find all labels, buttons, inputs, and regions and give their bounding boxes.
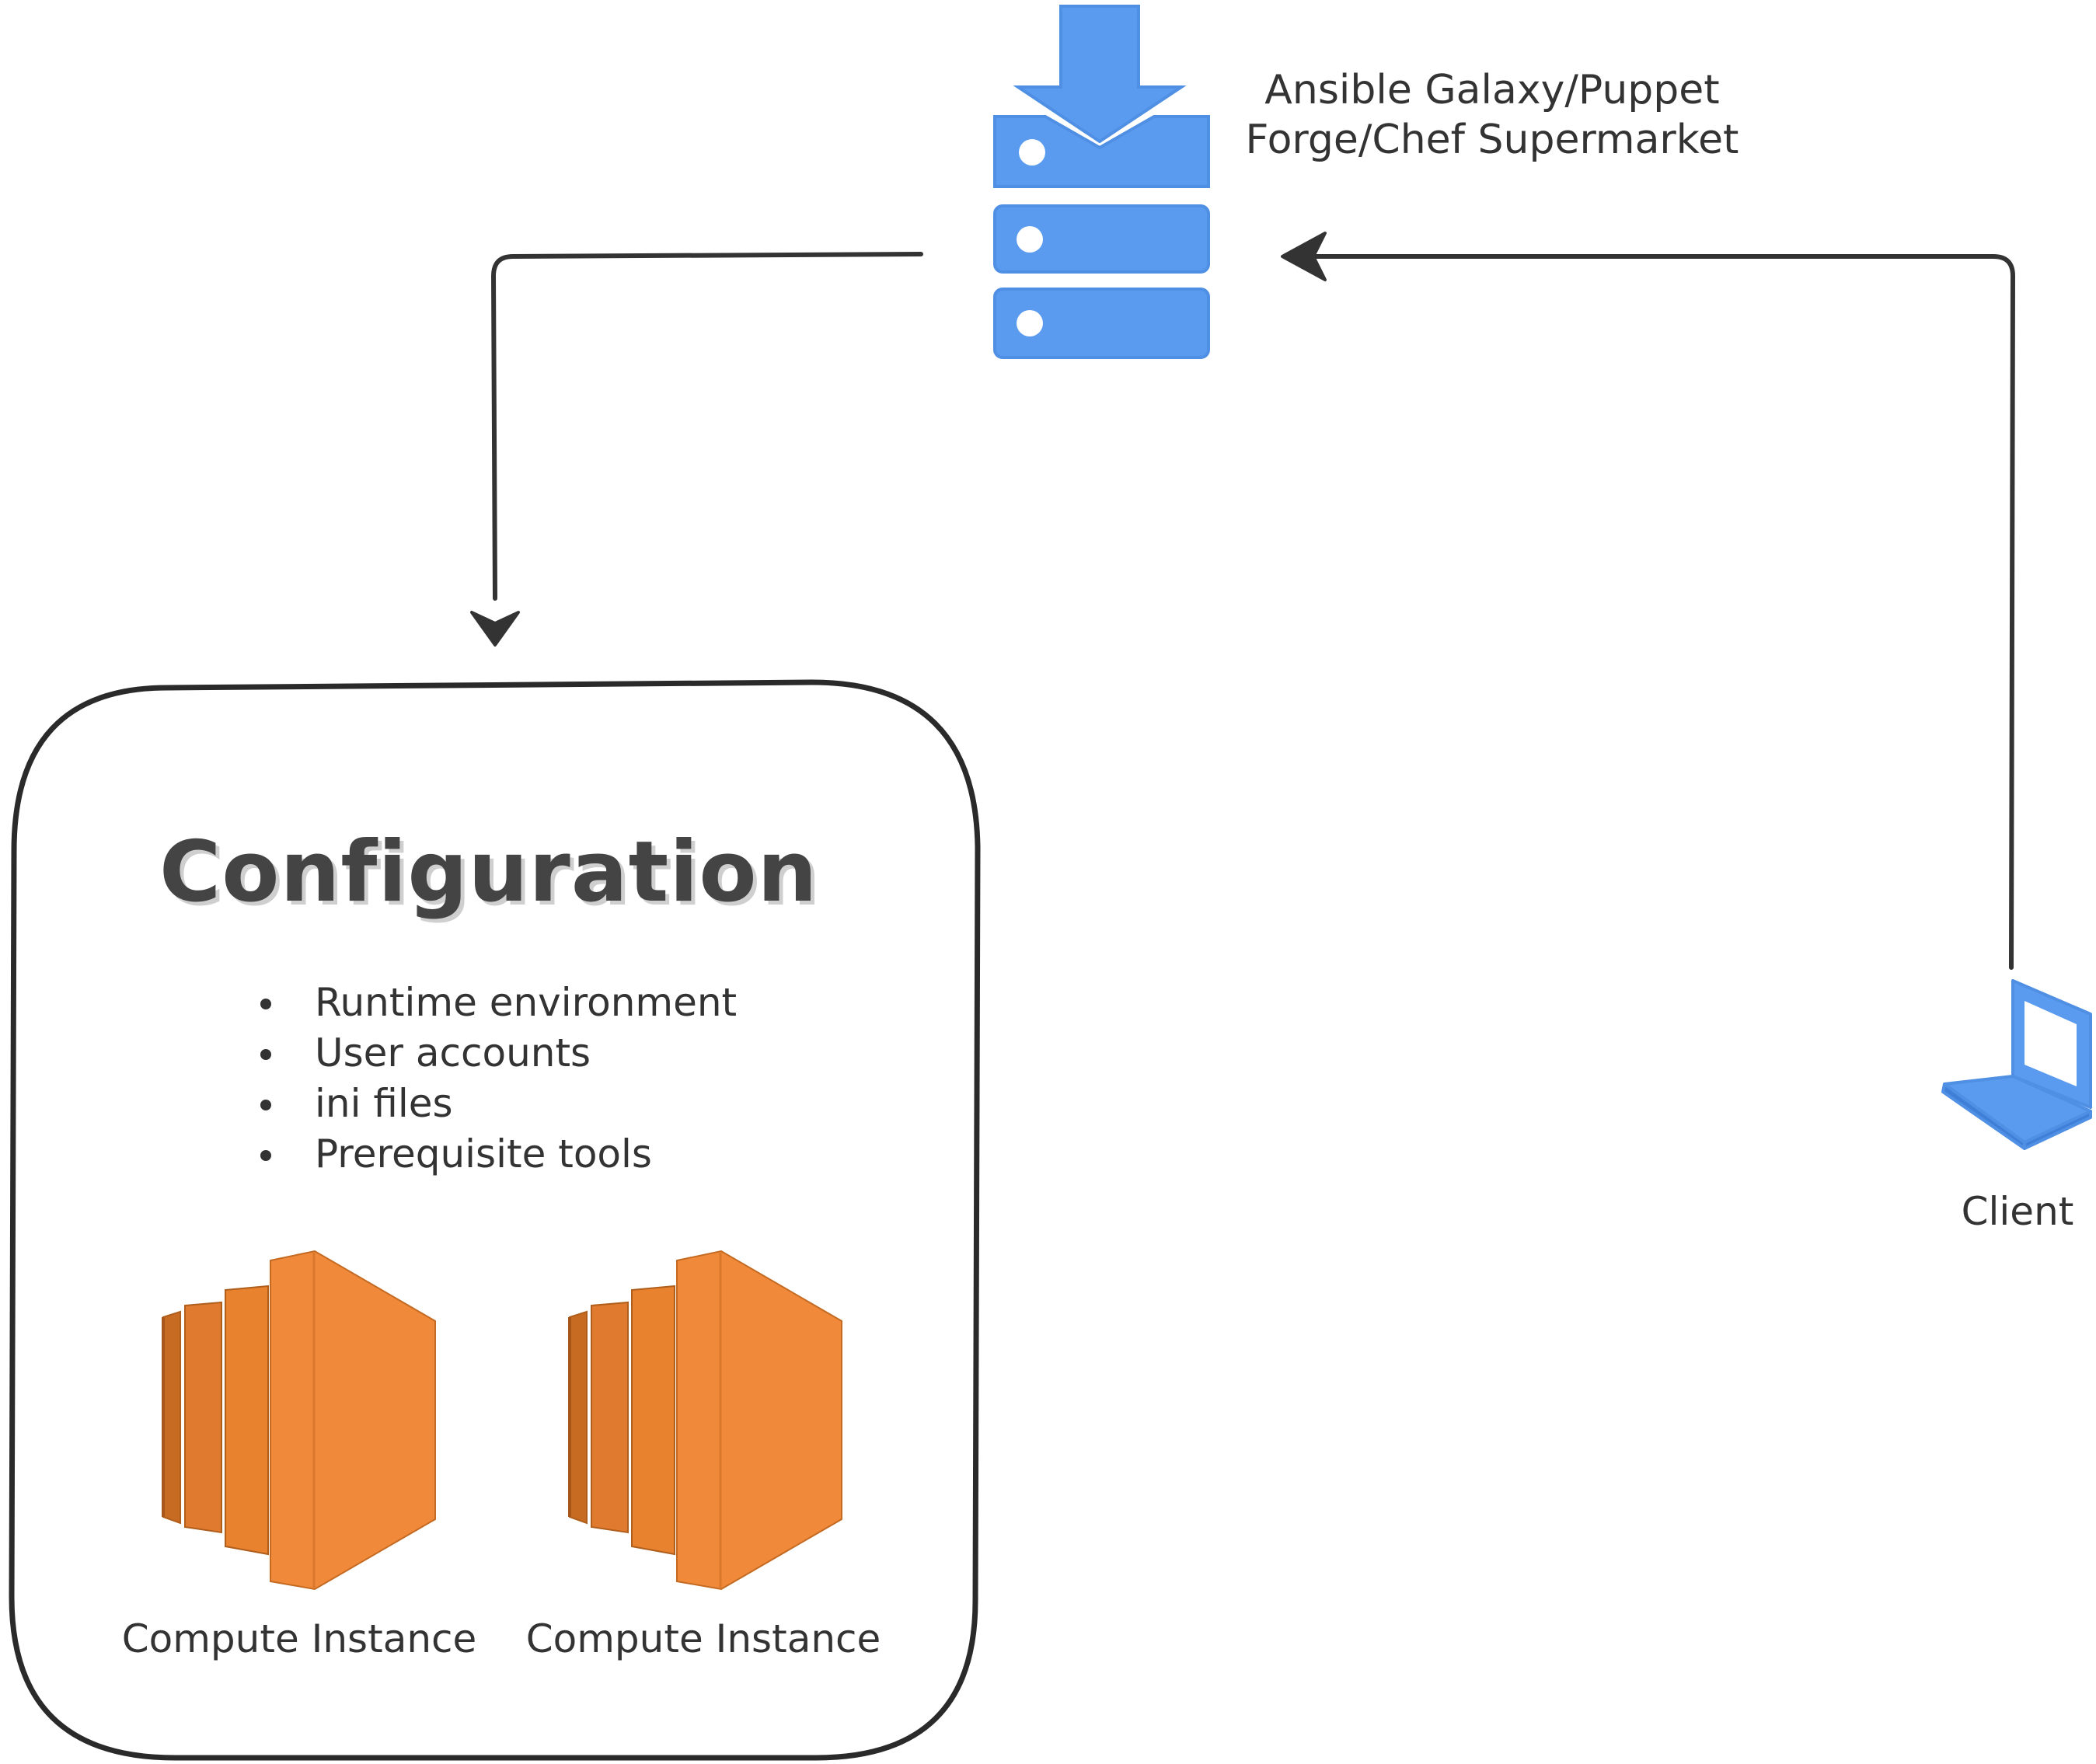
bullet-icon [260, 999, 271, 1009]
configuration-title: Configuration [159, 824, 818, 921]
connector-repo-to-config [491, 252, 923, 601]
list-item: ini files [260, 1079, 737, 1129]
list-item-text: Runtime environment [315, 980, 738, 1025]
list-item-text: ini files [315, 1081, 453, 1126]
list-item-text: Prerequisite tools [315, 1131, 652, 1177]
compute-instance-label: Compute Instance [121, 1616, 477, 1661]
bullet-icon [260, 1100, 271, 1110]
bullet-icon [260, 1049, 271, 1060]
laptop-icon [1941, 979, 2092, 1150]
repository-label-line2: Forge/Chef Supermarket [1245, 117, 1739, 163]
list-item: User accounts [260, 1028, 737, 1079]
configuration-list: Runtime environment User accounts ini fi… [260, 978, 737, 1180]
arrowhead-down [470, 611, 520, 647]
arrowhead-left [1281, 232, 1327, 281]
client-label: Client [1961, 1189, 2074, 1234]
server-download-icon [993, 5, 1210, 359]
list-item: Runtime environment [260, 978, 737, 1028]
repository-label: Ansible Galaxy/Puppet Forge/Chef Superma… [1243, 65, 1741, 165]
repository-label-line1: Ansible Galaxy/Puppet [1264, 67, 1720, 113]
compute-instance-icon [568, 1250, 842, 1591]
connector-client-to-repo [1294, 254, 2015, 970]
bullet-icon [260, 1150, 271, 1161]
compute-instance-label: Compute Instance [525, 1616, 881, 1661]
list-item-text: User accounts [315, 1030, 591, 1075]
compute-instance-icon [162, 1250, 436, 1591]
list-item: Prerequisite tools [260, 1129, 737, 1180]
